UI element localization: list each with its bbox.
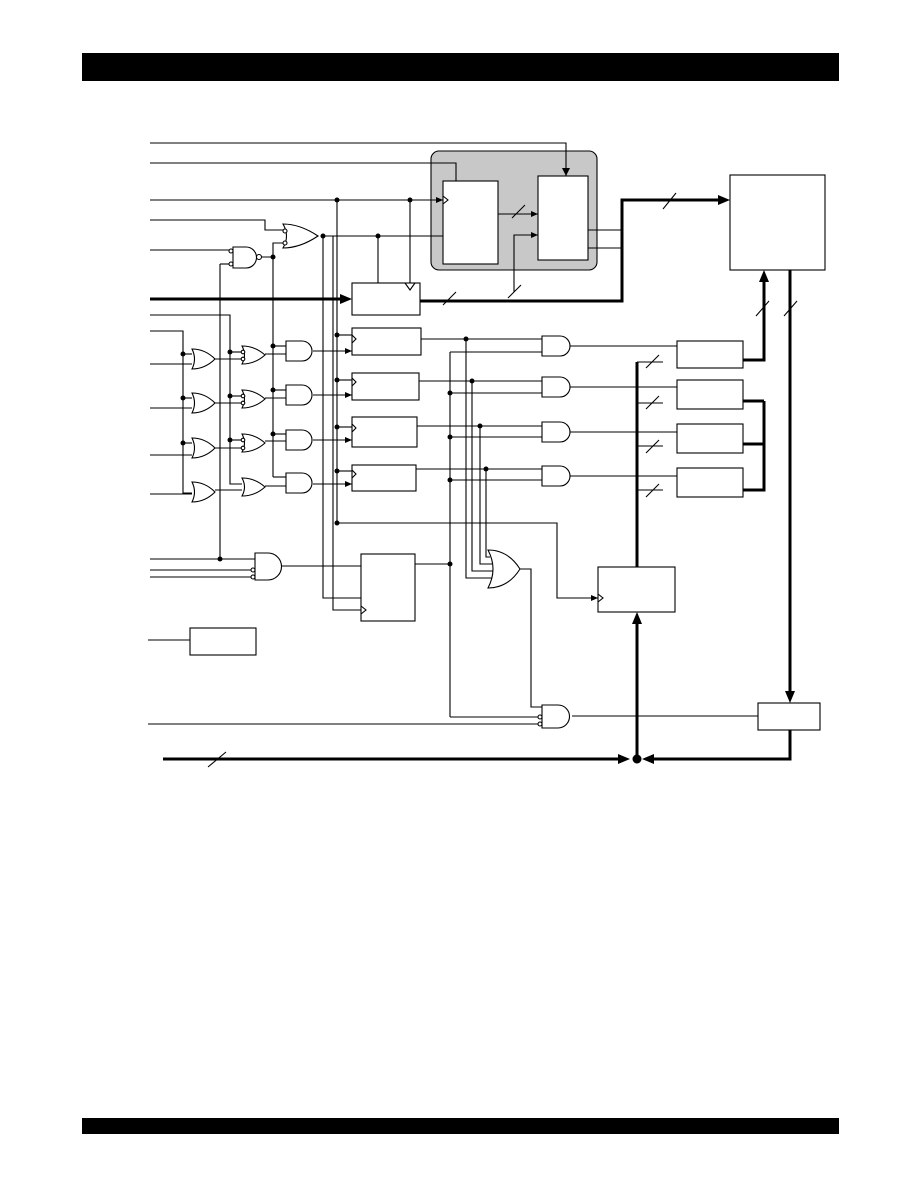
clock-marker — [351, 469, 357, 479]
output-register-3 — [676, 423, 744, 454]
control-register — [360, 553, 416, 622]
counter-block — [351, 282, 421, 316]
data-buses — [150, 198, 792, 761]
or-gate — [240, 345, 266, 497]
or-gate — [282, 223, 319, 249]
clock-marker — [442, 195, 449, 205]
standalone-block — [189, 627, 257, 656]
and-gate — [250, 552, 283, 581]
register-b — [537, 175, 589, 261]
clock-marker — [351, 423, 357, 433]
clock-marker — [351, 334, 357, 344]
nand-gate — [228, 246, 263, 269]
output-block — [729, 174, 826, 271]
output-register-4 — [676, 467, 744, 498]
and-gate — [285, 340, 313, 494]
header-bar — [82, 53, 839, 81]
clock-marker — [597, 593, 604, 603]
clock-marker — [404, 282, 416, 291]
footer-bar — [82, 1118, 839, 1134]
and-gate — [541, 335, 571, 487]
arrowheads — [340, 168, 795, 764]
sequencer-block — [597, 566, 676, 613]
and-gate — [537, 704, 570, 729]
or-gate — [191, 348, 216, 503]
output-register-1 — [676, 340, 744, 369]
clock-marker — [360, 605, 367, 615]
or-gate — [487, 549, 521, 589]
stage-register-4 — [351, 464, 417, 492]
stage-register-3 — [351, 416, 418, 448]
signal-wires — [148, 142, 798, 768]
stage-register-2 — [351, 372, 420, 401]
junction-dots — [180, 197, 642, 764]
buffer-block — [757, 702, 821, 731]
clock-marker — [351, 377, 357, 387]
register-a — [442, 180, 499, 265]
output-register-2 — [676, 379, 744, 410]
stage-register-1 — [351, 327, 422, 356]
